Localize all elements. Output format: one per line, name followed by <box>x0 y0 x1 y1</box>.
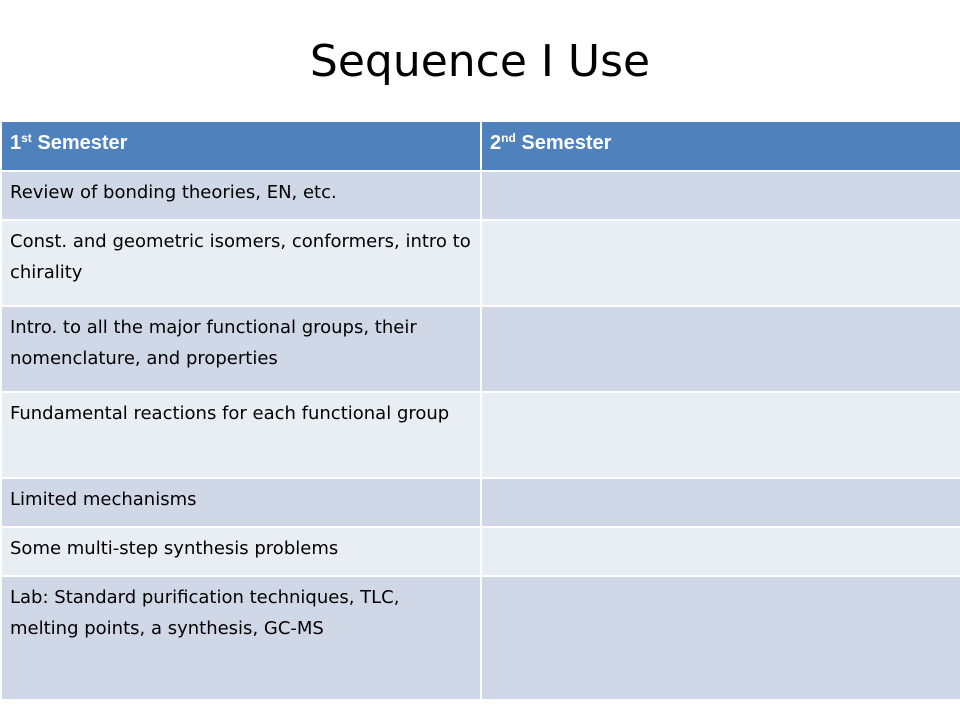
second-semester-cell <box>480 170 960 221</box>
table-header-row: 1st Semester 2nd Semester <box>0 120 960 172</box>
table-row: Limited mechanisms <box>0 477 960 528</box>
slide-title: Sequence I Use <box>309 36 651 87</box>
first-semester-cell: Lab: Standard purification techniques, T… <box>0 575 482 701</box>
table-row: Const. and geometric isomers, conformers… <box>0 219 960 307</box>
second-semester-cell <box>480 575 960 701</box>
first-semester-cell: Limited mechanisms <box>0 477 482 528</box>
second-semester-cell <box>480 526 960 577</box>
table-row: Lab: Standard purification techniques, T… <box>0 575 960 701</box>
header-second-semester: 2nd Semester <box>480 120 960 172</box>
first-semester-cell: Some multi-step synthesis problems <box>0 526 482 577</box>
table-row: Some multi-step synthesis problems <box>0 526 960 577</box>
first-semester-cell: Fundamental reactions for each functiona… <box>0 391 482 479</box>
second-semester-cell <box>480 219 960 307</box>
first-semester-cell: Review of bonding theories, EN, etc. <box>0 170 482 221</box>
header-first-semester: 1st Semester <box>0 120 482 172</box>
second-semester-cell <box>480 477 960 528</box>
sequence-table: 1st Semester 2nd Semester Review of bond… <box>0 120 960 701</box>
second-semester-cell <box>480 305 960 393</box>
first-semester-cell: Intro. to all the major functional group… <box>0 305 482 393</box>
table-row: Review of bonding theories, EN, etc. <box>0 170 960 221</box>
table-row: Fundamental reactions for each functiona… <box>0 391 960 479</box>
first-semester-cell: Const. and geometric isomers, conformers… <box>0 219 482 307</box>
table-row: Intro. to all the major functional group… <box>0 305 960 393</box>
second-semester-cell <box>480 391 960 479</box>
